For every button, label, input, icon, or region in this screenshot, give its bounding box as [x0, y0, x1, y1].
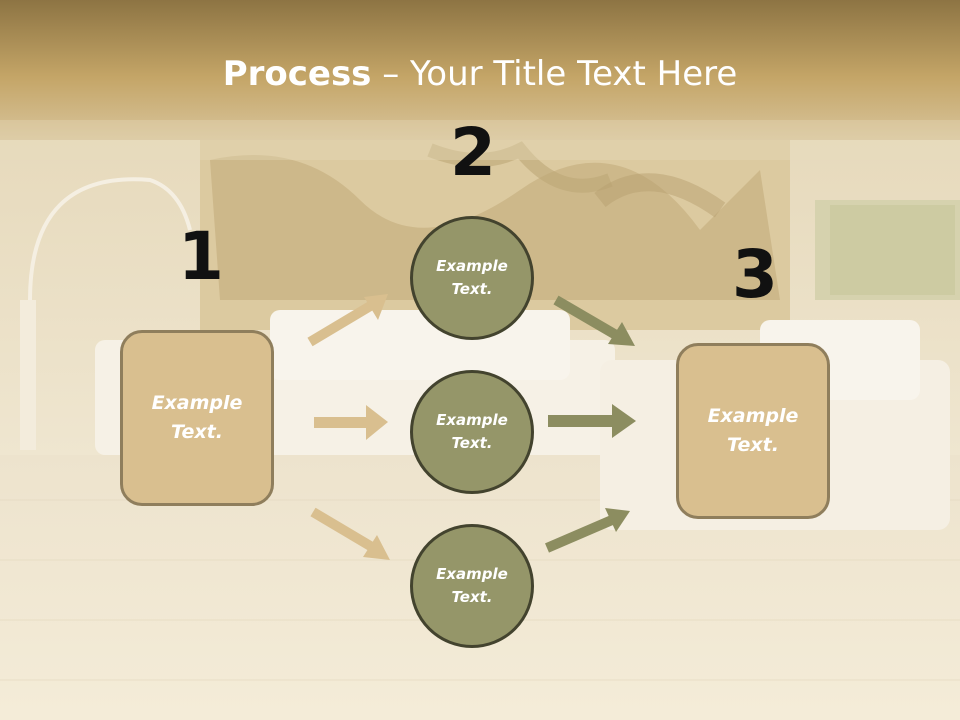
- step-number-2: 2: [450, 114, 496, 191]
- left-step-box: Example Text.: [120, 330, 274, 506]
- left-box-text: Example Text.: [151, 392, 243, 443]
- arrow-right-down: [553, 295, 635, 346]
- arrow-left-up: [307, 294, 388, 347]
- right-box-text: Example Text.: [707, 405, 799, 456]
- arrow-left-down: [310, 507, 390, 560]
- slide-title: Process – Your Title Text Here: [0, 52, 960, 96]
- title-bold: Process: [222, 54, 372, 94]
- step-number-1: 1: [178, 218, 224, 295]
- circle-bottom-text: Example Text.: [436, 565, 508, 606]
- circle-middle: Example Text.: [410, 370, 534, 494]
- arrow-right-mid: [548, 404, 636, 438]
- right-step-box: Example Text.: [676, 343, 830, 519]
- circle-top: Example Text.: [410, 216, 534, 340]
- circle-bottom: Example Text.: [410, 524, 534, 648]
- circle-top-text: Example Text.: [436, 257, 508, 298]
- arrow-right-up: [545, 508, 630, 553]
- title-rest: – Your Title Text Here: [371, 54, 738, 94]
- arrow-left-mid: [314, 405, 388, 440]
- step-number-3: 3: [732, 236, 778, 313]
- circle-middle-text: Example Text.: [436, 411, 508, 452]
